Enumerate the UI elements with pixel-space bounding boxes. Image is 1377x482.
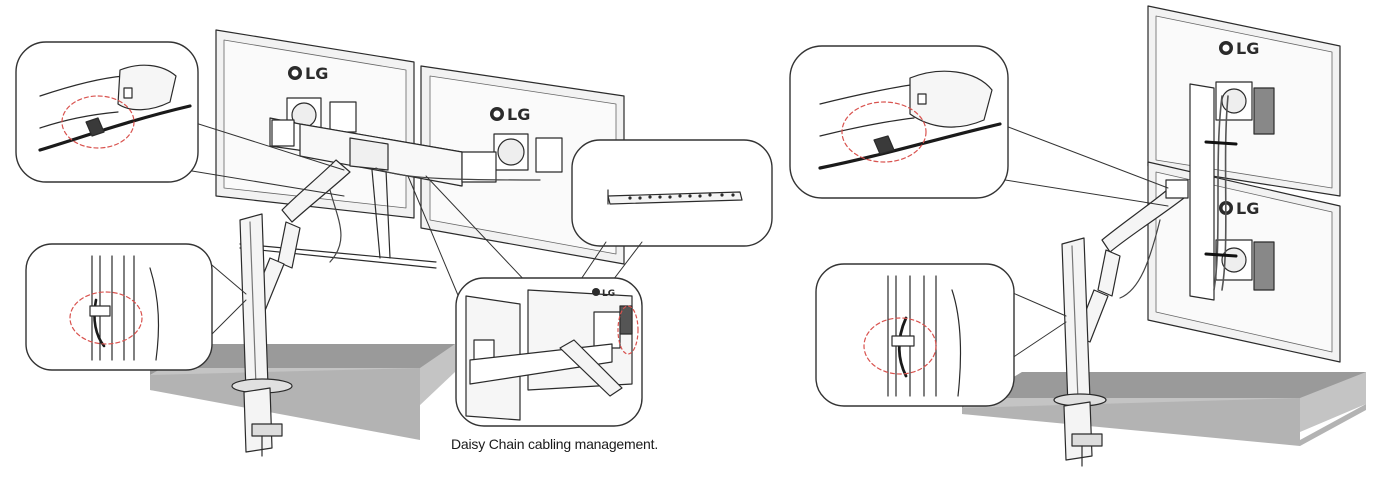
svg-text:LG: LG: [507, 105, 530, 124]
lg-logo-top: LG: [1219, 39, 1259, 58]
callout-bar-detail: LG: [407, 175, 643, 427]
svg-text:LG: LG: [1236, 39, 1259, 58]
lg-logo-callout: LG: [592, 288, 615, 299]
callout-top-clip-left: [15, 41, 345, 197]
highlight-circle: [69, 291, 143, 345]
horizontal-mount-bar: [269, 117, 497, 187]
callout-bar-channel: [519, 139, 773, 377]
horizontal-dual-setup: LG LG: [15, 29, 773, 457]
highlight-circle: [61, 95, 135, 149]
highlight-circle: [617, 305, 639, 355]
callout-pole-clip-left: [25, 243, 247, 371]
desk-left: [150, 344, 455, 440]
mounting-pole-right: [1053, 237, 1107, 467]
monitor-top: LG: [1147, 5, 1341, 197]
desk-right: [962, 372, 1366, 446]
svg-text:LG: LG: [1236, 199, 1259, 218]
vertical-stacked-setup: LG LG: [789, 5, 1366, 467]
monitor-base-left: [239, 169, 437, 269]
figure-caption: Daisy Chain cabling management.: [451, 436, 659, 452]
highlight-circle: [841, 101, 927, 163]
svg-text:LG: LG: [305, 64, 328, 83]
mounting-pole-left: [231, 213, 293, 457]
svg-text:LG: LG: [602, 289, 615, 299]
lg-logo-right: LG: [490, 105, 530, 124]
lg-logo-left: LG: [288, 64, 328, 83]
callout-top-clip-right: [789, 45, 1169, 207]
monitor-right: LG: [420, 65, 625, 265]
vertical-mount-bar: [1189, 83, 1238, 301]
highlight-circle: [863, 317, 937, 375]
callout-pole-clip-right: [815, 263, 1067, 407]
